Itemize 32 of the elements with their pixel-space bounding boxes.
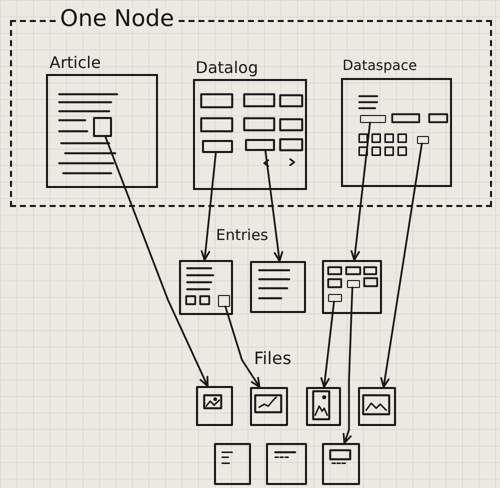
arrow <box>104 136 208 387</box>
content-block <box>202 140 232 152</box>
file-card <box>196 386 233 426</box>
group-label: Entries <box>216 228 268 243</box>
arrow <box>264 150 284 262</box>
content-block <box>92 116 112 136</box>
arrow <box>350 122 371 261</box>
file-card <box>322 443 360 485</box>
arrow <box>342 286 354 444</box>
content-block <box>416 136 428 144</box>
content-block <box>328 294 342 302</box>
entry-card <box>250 261 306 313</box>
file-card <box>358 387 396 426</box>
file-card <box>266 443 307 485</box>
group-label: Files <box>254 351 292 368</box>
file-card <box>214 443 251 485</box>
boundary-title: One Node <box>56 8 178 31</box>
content-block <box>360 114 386 122</box>
arrow <box>320 300 335 388</box>
content-block <box>244 138 274 150</box>
content-block <box>346 280 360 288</box>
arrow <box>200 152 217 261</box>
file-card <box>306 387 341 426</box>
arrow <box>224 306 260 388</box>
page-title: Article <box>50 54 101 70</box>
page-title: Datalog <box>196 60 258 76</box>
entry-card <box>322 260 382 314</box>
file-card <box>250 387 288 426</box>
content-block <box>218 294 230 306</box>
entry-card <box>179 260 233 315</box>
arrow <box>380 142 423 388</box>
page-title: Dataspace <box>342 58 417 72</box>
